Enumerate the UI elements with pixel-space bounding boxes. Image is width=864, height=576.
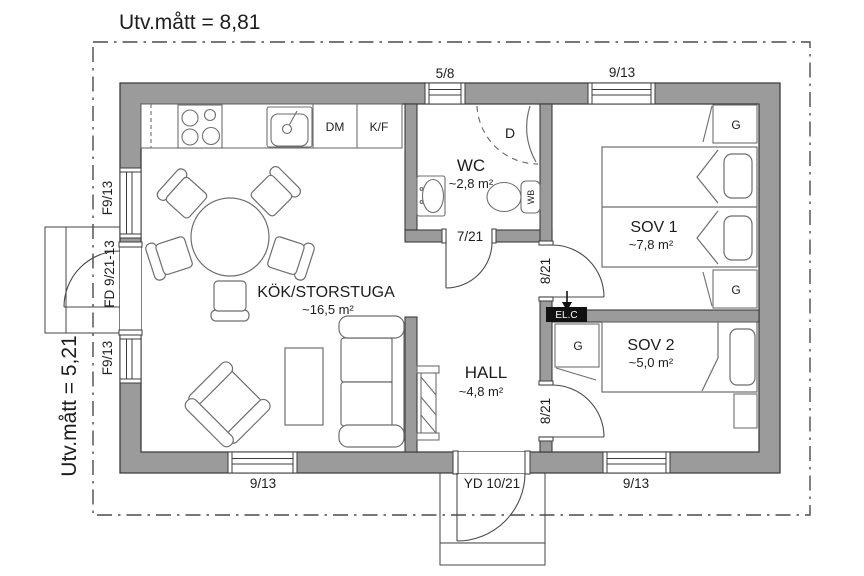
stove [177,104,223,149]
sofa [338,315,405,448]
title-width: Utv.mått = 8,81 [119,11,260,34]
electrical-cabinet-label: EL.C [555,310,577,321]
wardrobe-3-label: G [573,339,582,353]
title-height: Utv.mått = 5,21 [58,335,81,476]
room-hall-name: HALL [465,363,508,382]
label-kitchen-window: F9/13 [100,181,115,216]
room-wc-name: WC [457,156,485,175]
washbasin [416,175,446,217]
label-bedroom2-window: 9/13 [623,476,649,491]
armchair [184,361,271,448]
shower [476,105,539,165]
electrical-cabinet [546,291,587,322]
label-bedroom1-window: 9/13 [609,65,635,80]
room-wc-area: ~2,8 m² [449,176,494,191]
dining-table [190,197,270,277]
room-hall-area: ~4,8 m² [459,384,504,399]
coffee-table [284,347,324,426]
room-bedroom1-name: SOV 1 [630,219,677,236]
wardrobe-1-label: G [731,118,740,132]
window-bedroom1-9-13 [587,82,656,105]
window-wc-5-8 [424,82,466,105]
coat-rack [416,365,440,441]
toilet-label: WB [526,190,536,205]
wardrobe-2 [702,269,758,309]
single-bed [601,321,758,393]
double-bed [601,146,758,268]
label-wc-window: 5/8 [436,66,455,81]
label-living-window-west: F9/13 [100,341,115,376]
nightstand [733,393,758,429]
label-bedroom1-door: 8/21 [538,258,553,284]
wardrobe-1 [702,104,758,144]
window-living-west-f9-13 [119,334,142,384]
wc-door [441,228,497,289]
label-living-window-south: 9/13 [250,476,276,491]
site-boundary [92,41,811,516]
wardrobe-2-label: G [731,283,740,297]
patio-landing [44,226,121,334]
label-entry-door: YD 10/21 [464,476,520,491]
shower-label: D [505,125,515,141]
label-wc-door: 7/21 [457,229,483,244]
room-kitchen-area: ~16,5 m² [302,302,354,317]
room-bedroom2-area: ~5,0 m² [629,355,674,370]
entry-door [452,450,531,542]
patio-door [63,241,143,336]
fridge-freezer-label: K/F [370,120,389,134]
toilet [486,180,541,214]
window-bedroom2-9-13 [602,451,671,474]
label-bedroom2-door: 8/21 [538,398,553,424]
room-bedroom2-name: SOV 2 [627,337,674,354]
label-patio-door: FD 9/21-13 [102,240,117,308]
sink [266,106,313,148]
room-kitchen-name: KÖK/STORSTUGA [257,283,395,301]
dishwasher-label: DM [326,120,345,134]
wardrobe-3 [554,323,600,381]
room-bedroom1-area: ~7,8 m² [629,237,674,252]
interior-walls [404,103,760,453]
bedroom1-door [538,240,605,302]
window-kitchen-f9-13 [119,167,142,239]
bedroom2-door [538,380,605,442]
window-living-south-9-13 [227,451,298,474]
dining-set [145,165,315,322]
